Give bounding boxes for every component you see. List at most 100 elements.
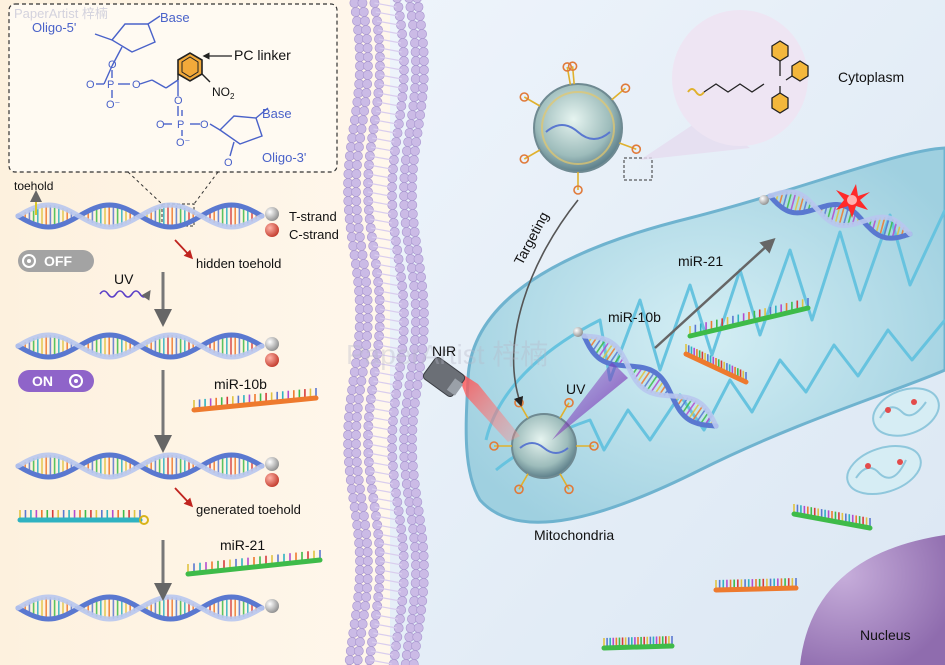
base-pair: [789, 192, 797, 213]
lipid-tail: [379, 335, 402, 341]
lipid-head: [413, 119, 424, 129]
lipid-head: [413, 623, 424, 633]
lipid-head: [356, 241, 367, 251]
lipid-head: [413, 2, 424, 12]
lipid-head: [353, 475, 364, 485]
base-pair: [782, 191, 789, 209]
lipid-head: [351, 457, 362, 467]
lipid-tail: [369, 470, 392, 476]
lipid-head: [409, 650, 420, 660]
lipid-head: [418, 578, 429, 588]
ligand-head-icon: [620, 83, 631, 93]
lipid-head: [412, 632, 423, 642]
lipid-head: [358, 7, 369, 17]
lipid-tail: [376, 20, 400, 26]
fluorophore-ball: [265, 473, 279, 487]
released-strand: [17, 510, 143, 523]
mir10b-label-right: miR-10b: [608, 309, 661, 325]
phosphate-o-3: O: [86, 79, 95, 91]
lipid-tail: [379, 56, 403, 62]
mir10b-strand-cytoplasm: [713, 578, 799, 593]
lipid-tail: [370, 479, 393, 485]
lipid-head: [351, 169, 362, 179]
tpp-ligands: [489, 61, 642, 495]
uv-wave: [99, 290, 151, 301]
lipid-head: [412, 380, 423, 390]
lipid-head: [362, 34, 372, 44]
strand-backbone: [191, 395, 319, 413]
lipid-head: [414, 11, 425, 21]
ligand-head-icon: [589, 441, 599, 451]
base-pair: [650, 377, 662, 394]
lipid-tail: [379, 551, 402, 557]
lipid-tail: [378, 38, 402, 44]
nir-laser: [422, 356, 520, 442]
backbone-strand: [15, 594, 265, 622]
generated-toehold-label: generated toehold: [196, 502, 301, 517]
targeting-arrow: [513, 199, 579, 407]
on-label: ON: [32, 373, 53, 389]
lipid-tail: [379, 47, 402, 53]
quencher-ball: [265, 207, 279, 221]
nucleus-label: Nucleus: [860, 627, 911, 643]
lipid-tail: [373, 128, 396, 134]
lipid-head: [356, 376, 367, 386]
zoom-line-left: [127, 171, 163, 205]
lipid-head: [363, 52, 373, 62]
lipid-tail: [375, 614, 399, 620]
lipid-tail: [368, 425, 391, 431]
lipid-head: [362, 286, 372, 296]
lipid-head: [412, 128, 423, 138]
quencher-ball: [265, 599, 279, 613]
base-pair: [891, 221, 898, 239]
lipid-head: [351, 178, 361, 188]
dna-duplex-generated: [15, 452, 265, 480]
ligand-chain: [619, 142, 637, 150]
watermark-center: PaperArtist 梓楠: [346, 339, 548, 370]
lipid-head: [416, 272, 426, 282]
lipid-head: [419, 308, 429, 318]
lipid-tail: [378, 92, 401, 98]
oligo3-label: Oligo-3': [262, 150, 306, 165]
nanoparticle-top: [533, 83, 623, 173]
lipid-head: [408, 407, 419, 417]
base-pair: [601, 343, 614, 361]
lipid-tail: [372, 137, 395, 143]
lipid-tail: [378, 290, 402, 296]
lipid-tail: [373, 245, 396, 251]
phosphate-o-5: O: [174, 95, 183, 107]
lipid-head: [353, 646, 364, 656]
lipid-tail: [377, 101, 400, 107]
lipid-head: [352, 655, 363, 665]
ligand-chain: [523, 96, 541, 107]
ligand-head-icon: [519, 154, 530, 164]
lipid-tail: [379, 317, 403, 323]
lipid-head: [362, 295, 373, 305]
ligand-head-icon: [562, 62, 573, 72]
base-pair: [636, 368, 648, 383]
lipid-head: [361, 88, 372, 98]
lipid-head: [352, 151, 363, 161]
base-pair: [793, 193, 801, 213]
dna-duplex-mito: [581, 333, 719, 429]
lipid-head: [418, 83, 429, 93]
lipid-head: [352, 160, 362, 170]
lipid-tail: [375, 515, 399, 521]
lipid-tail: [367, 191, 391, 197]
dna-left-group: [15, 202, 323, 622]
lipid-tail: [374, 623, 397, 629]
lipid-head: [354, 232, 365, 242]
base-pair: [681, 398, 693, 415]
phosphate-p-1: P: [107, 79, 114, 91]
lipid-tail: [369, 407, 392, 413]
lipid-head: [362, 70, 373, 80]
lipid-head: [418, 74, 429, 84]
lipid-tail: [369, 155, 392, 161]
lipid-tail: [379, 65, 403, 71]
lipid-tail: [368, 200, 391, 206]
base-pair: [887, 219, 894, 239]
lipid-head: [413, 371, 424, 381]
lipid-head: [418, 326, 429, 336]
uv-label-left: UV: [114, 271, 134, 287]
lipid-tail: [374, 2, 397, 8]
